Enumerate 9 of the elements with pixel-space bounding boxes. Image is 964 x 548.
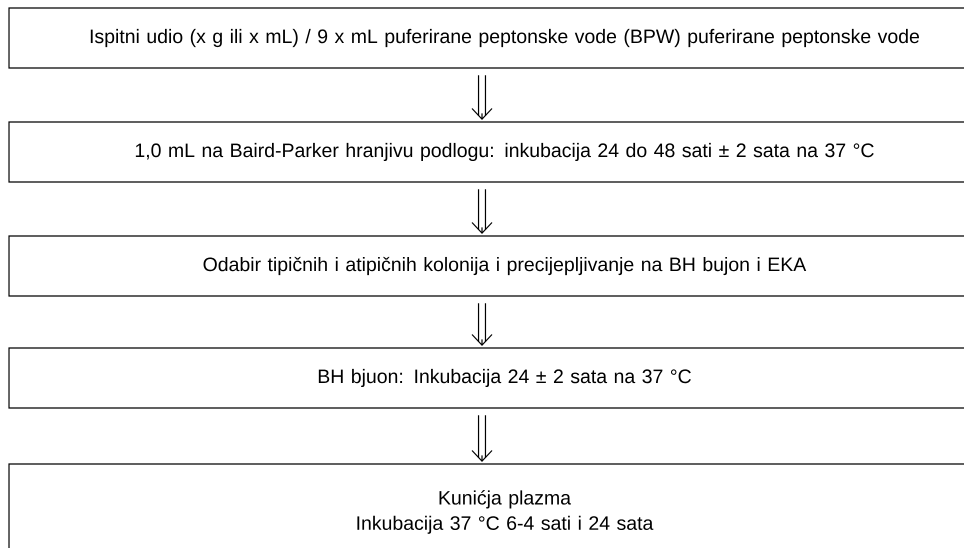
double-arrow [472, 302, 492, 346]
step-box: 1,0 mL na Baird-Parker hranjivu podlogu: inkubacija 24 do 48 sati ± 2 sata na 37 °C [8, 121, 964, 183]
step-box: BH bjuon: Inkubacija 24 ± 2 sata na 37 °C [8, 347, 964, 409]
double-arrow [472, 74, 492, 120]
step-box: Kunićja plazma Inkubacija 37 °C 6-4 sati i 24 sata [8, 463, 964, 548]
step-box: Ispitni udio (x g ili x mL) / 9 x mL puferirane peptonske vode (BPW) puferirane peptonske vode [8, 7, 964, 69]
step-box: Odabir tipičnih i atipičnih kolonija i precijepljivanje na BH bujon i EKA [8, 235, 964, 297]
double-arrow [472, 414, 492, 462]
double-arrow [472, 188, 492, 234]
